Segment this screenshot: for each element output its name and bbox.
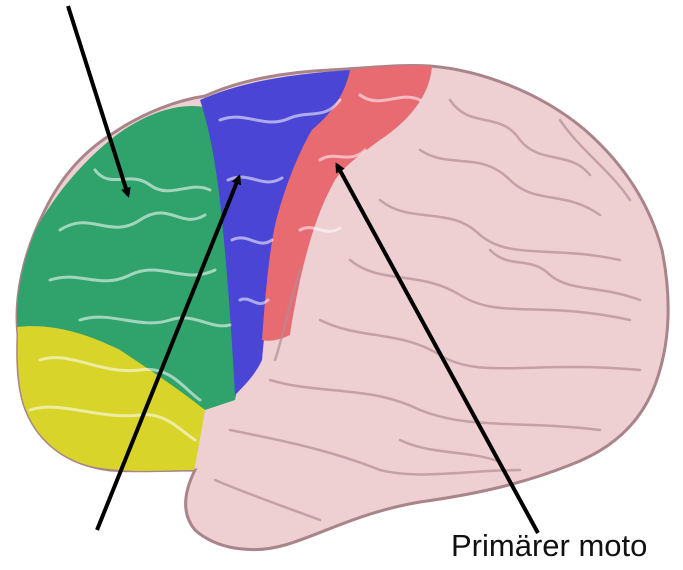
- brain: [0, 65, 668, 549]
- label-primary-motor: Primärer moto: [451, 528, 647, 564]
